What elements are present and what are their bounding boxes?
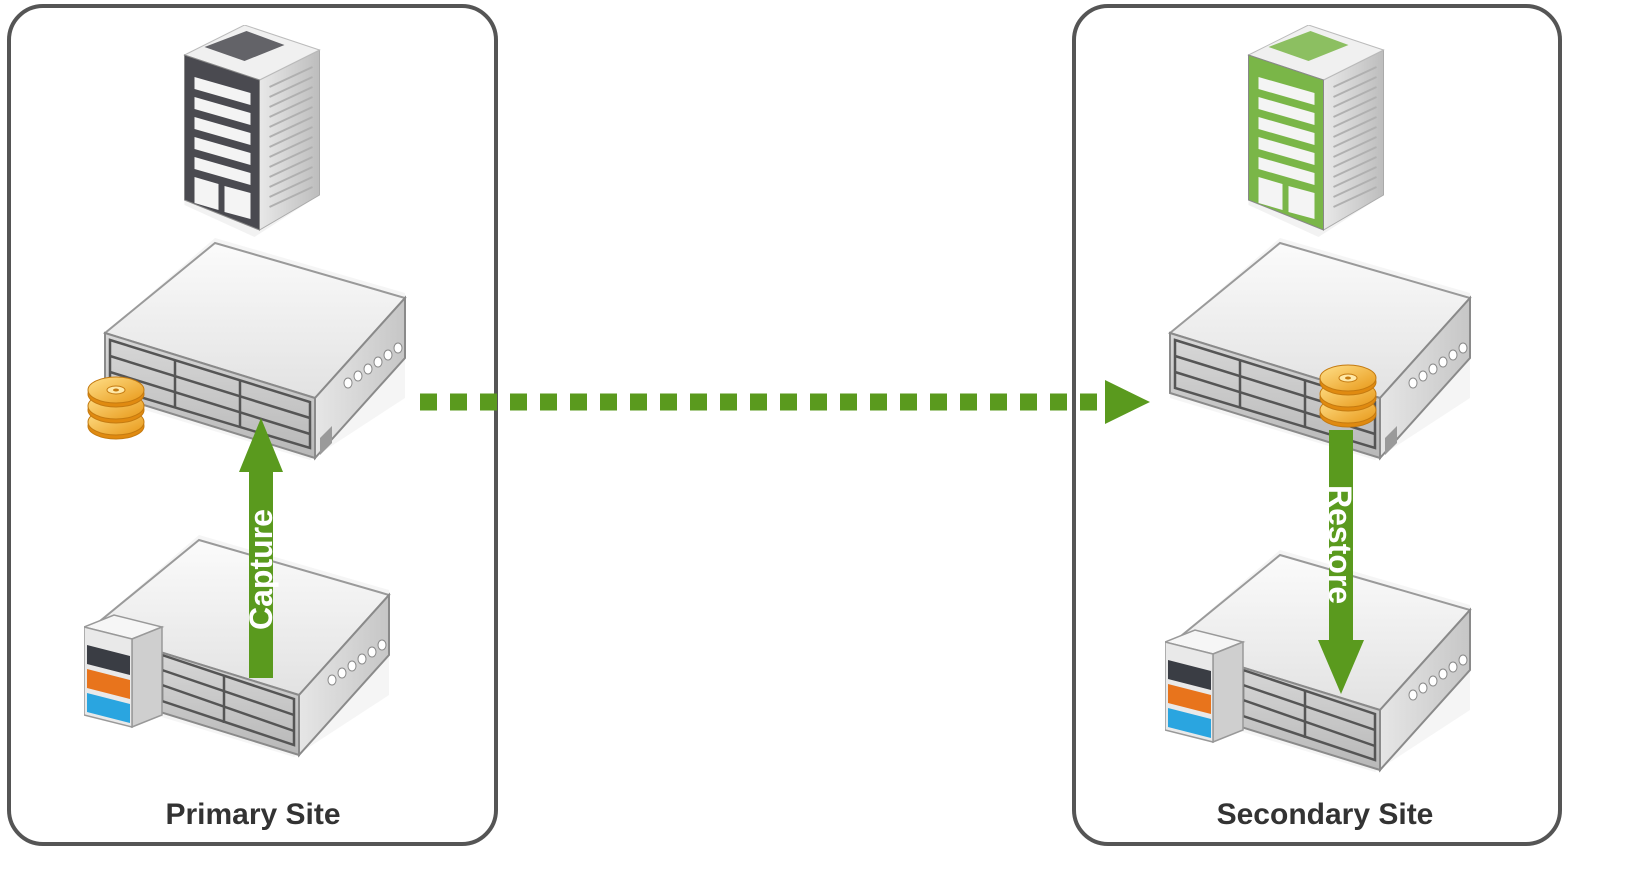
restore-arrow (1318, 430, 1364, 694)
secondary-site-frame (1072, 4, 1562, 846)
capture-label: Capture (243, 509, 279, 630)
secondary-server-icon (1165, 550, 1472, 774)
primary-backup-appliance-icon (103, 238, 407, 462)
secondary-disk-stack-icon (1319, 364, 1377, 428)
primary-server-icon (84, 535, 391, 759)
capture-arrow (239, 418, 283, 678)
primary-site-frame (7, 4, 498, 846)
secondary-backup-appliance-icon (1168, 238, 1472, 462)
primary-site-label: Primary Site (165, 798, 340, 831)
restore-label: Restore (1322, 485, 1358, 604)
secondary-site-label: Secondary Site (1217, 798, 1434, 831)
replication-arrow (420, 380, 1150, 424)
primary-building-icon (183, 25, 321, 239)
secondary-building-icon (1247, 25, 1385, 239)
primary-disk-stack-icon (87, 376, 145, 440)
